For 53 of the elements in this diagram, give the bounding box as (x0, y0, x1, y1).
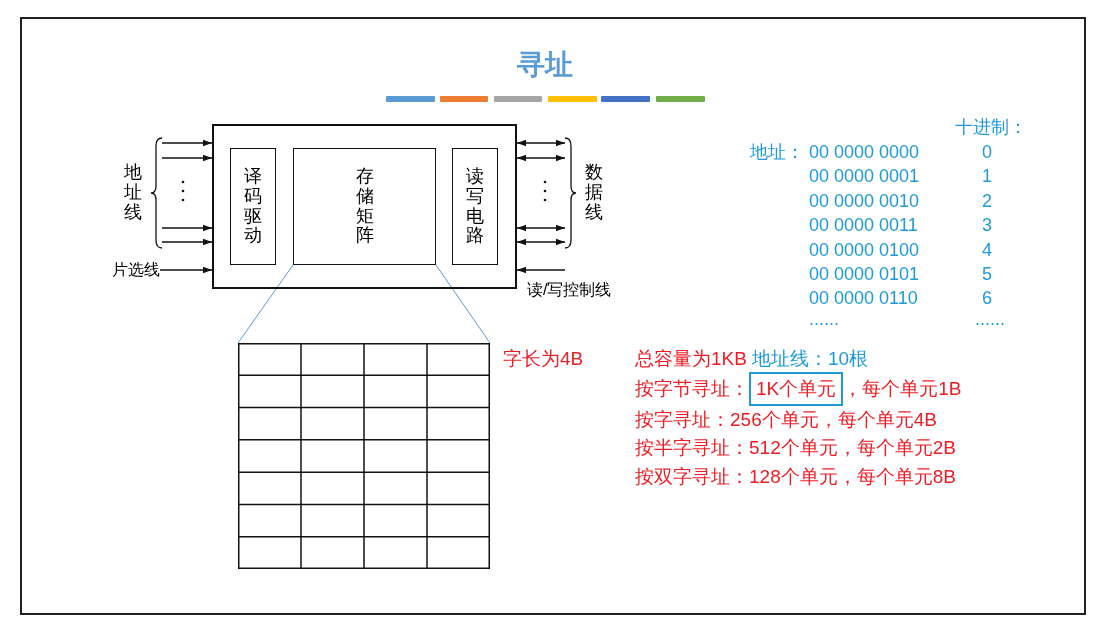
addressing-note: ，每个单元1B (843, 377, 962, 401)
block-label: 存储矩阵 (355, 166, 374, 247)
slide-title: 寻址 (517, 48, 573, 82)
capacity-note: 总容量为1KB (635, 347, 747, 371)
bus-label: 数据线 (585, 163, 603, 223)
binary-address: 00 0000 0000 (809, 141, 920, 163)
column-heading: 十进制： (955, 116, 1027, 138)
block-label: 读写电路 (466, 166, 484, 247)
data-line-arrow (516, 238, 566, 246)
decimal-value: 4 (982, 238, 992, 261)
highlight-frame (749, 372, 844, 406)
address-line-arrow (161, 224, 213, 232)
unit-count-text: 1K个单元 (756, 377, 837, 401)
binary-address: 00 0000 0101 (809, 263, 920, 285)
block-label: 译码驱动 (244, 166, 262, 247)
addressing-note: 按双字寻址：128个单元，每个单元8B (635, 465, 956, 489)
addressing-note: 按字寻址：256个单元，每个单元4B (635, 408, 937, 432)
binary-address: 00 0000 0011 (809, 214, 918, 237)
decimal-value: 0 (982, 141, 992, 163)
signal-label: 读/写控制线 (527, 280, 612, 300)
decimal-value: 6 (982, 287, 992, 310)
data-line-arrow (516, 139, 566, 147)
binary-address: 00 0000 0001 (809, 165, 920, 188)
word-length-note: 字长为4B (503, 347, 584, 371)
address-line-arrow (161, 139, 213, 147)
memory-chip-box (212, 124, 517, 289)
storage-matrix-block (293, 148, 436, 265)
zoom-line (237, 264, 294, 344)
binary-address: 00 0000 0010 (809, 189, 920, 212)
bus-label: 地址线 (124, 163, 142, 223)
binary-address: 00 0000 0100 (809, 238, 920, 261)
ellipsis-text: ...... (975, 308, 1005, 330)
read-write-circuit-block (452, 148, 498, 265)
address-heading: 地址： (750, 141, 804, 163)
decimal-value: 5 (982, 263, 992, 285)
data-line-arrow (516, 224, 566, 232)
decimal-value: 3 (982, 214, 992, 237)
decoder-driver-block (230, 148, 276, 265)
decimal-value: 2 (982, 189, 992, 212)
addressing-note: 按字节寻址： (635, 377, 749, 401)
memory-cell-grid (238, 343, 490, 569)
decimal-value: 1 (982, 165, 992, 188)
addressing-note: 按半字寻址：512个单元，每个单元2B (635, 436, 956, 460)
signal-label: 片选线 (112, 260, 160, 280)
zoom-line (435, 264, 491, 344)
chip-select-arrow (159, 266, 213, 274)
ellipsis-text: ...... (809, 308, 839, 330)
data-line-arrow (516, 154, 566, 162)
address-line-note: 地址线：10根 (752, 347, 869, 371)
address-line-arrow (161, 238, 213, 246)
control-line-arrow (516, 266, 566, 274)
binary-address: 00 0000 0110 (809, 287, 918, 310)
address-line-arrow (161, 154, 213, 162)
